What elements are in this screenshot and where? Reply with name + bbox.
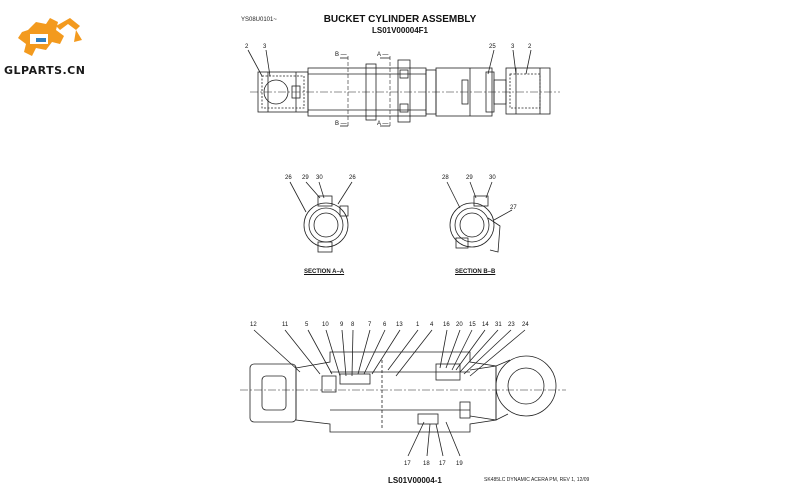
footer-note: SK485LC DYNAMIC ACERA PM, REV 1, 12/09 <box>484 477 590 483</box>
callout: 16 <box>443 322 450 328</box>
callout: 11 <box>282 322 289 328</box>
logo-text: GLPARTS.CN <box>4 64 86 77</box>
section-b-b-caption: SECTION B–B <box>455 269 496 275</box>
section-a-a-view <box>289 181 353 253</box>
callout: 12 <box>250 322 257 328</box>
callout: 23 <box>508 322 515 328</box>
document-id: YS08U0101~ <box>241 17 277 23</box>
top-view <box>247 49 560 128</box>
callout: 3 <box>511 44 515 50</box>
callout: 31 <box>495 322 502 328</box>
bottom-view <box>240 329 566 457</box>
callout: 15 <box>469 322 476 328</box>
callout: 28 <box>442 175 449 181</box>
marker-b-top: B — <box>335 52 347 58</box>
part-number: LS01V00004F1 <box>371 26 429 35</box>
marker-a-bottom: A — <box>377 121 389 127</box>
callout: 7 <box>368 322 372 328</box>
callout: 18 <box>423 461 430 467</box>
section-a-a-caption: SECTION A–A <box>304 269 345 275</box>
callout: 24 <box>522 322 529 328</box>
callout: 5 <box>305 322 309 328</box>
callout: 14 <box>482 322 489 328</box>
callout: 20 <box>456 322 463 328</box>
callout: 17 <box>439 461 446 467</box>
marker-b-bottom: B — <box>335 121 347 127</box>
callout: 26 <box>349 175 356 181</box>
callout: 29 <box>302 175 309 181</box>
callout: 17 <box>404 461 411 467</box>
callout: 29 <box>466 175 473 181</box>
callout: 30 <box>489 175 496 181</box>
callout: 27 <box>510 205 517 211</box>
callout: 13 <box>396 322 403 328</box>
callout: 8 <box>351 322 355 328</box>
glparts-logo <box>6 12 96 82</box>
section-b-b-view <box>446 181 513 253</box>
callout: 9 <box>340 322 344 328</box>
callout: 2 <box>245 44 249 50</box>
callout: 6 <box>383 322 387 328</box>
excavator-gear-icon <box>18 18 82 56</box>
callout: 19 <box>456 461 463 467</box>
page-title: BUCKET CYLINDER ASSEMBLY <box>323 14 477 25</box>
callout: 2 <box>528 44 532 50</box>
callout: 26 <box>285 175 292 181</box>
callout: 1 <box>416 322 420 328</box>
callout: 3 <box>263 44 267 50</box>
footer-part-number: LS01V00004-1 <box>388 476 442 485</box>
callout: 10 <box>322 322 329 328</box>
callout: 30 <box>316 175 323 181</box>
callout: 25 <box>489 44 496 50</box>
callout: 4 <box>430 322 434 328</box>
marker-a-top: A — <box>377 52 389 58</box>
